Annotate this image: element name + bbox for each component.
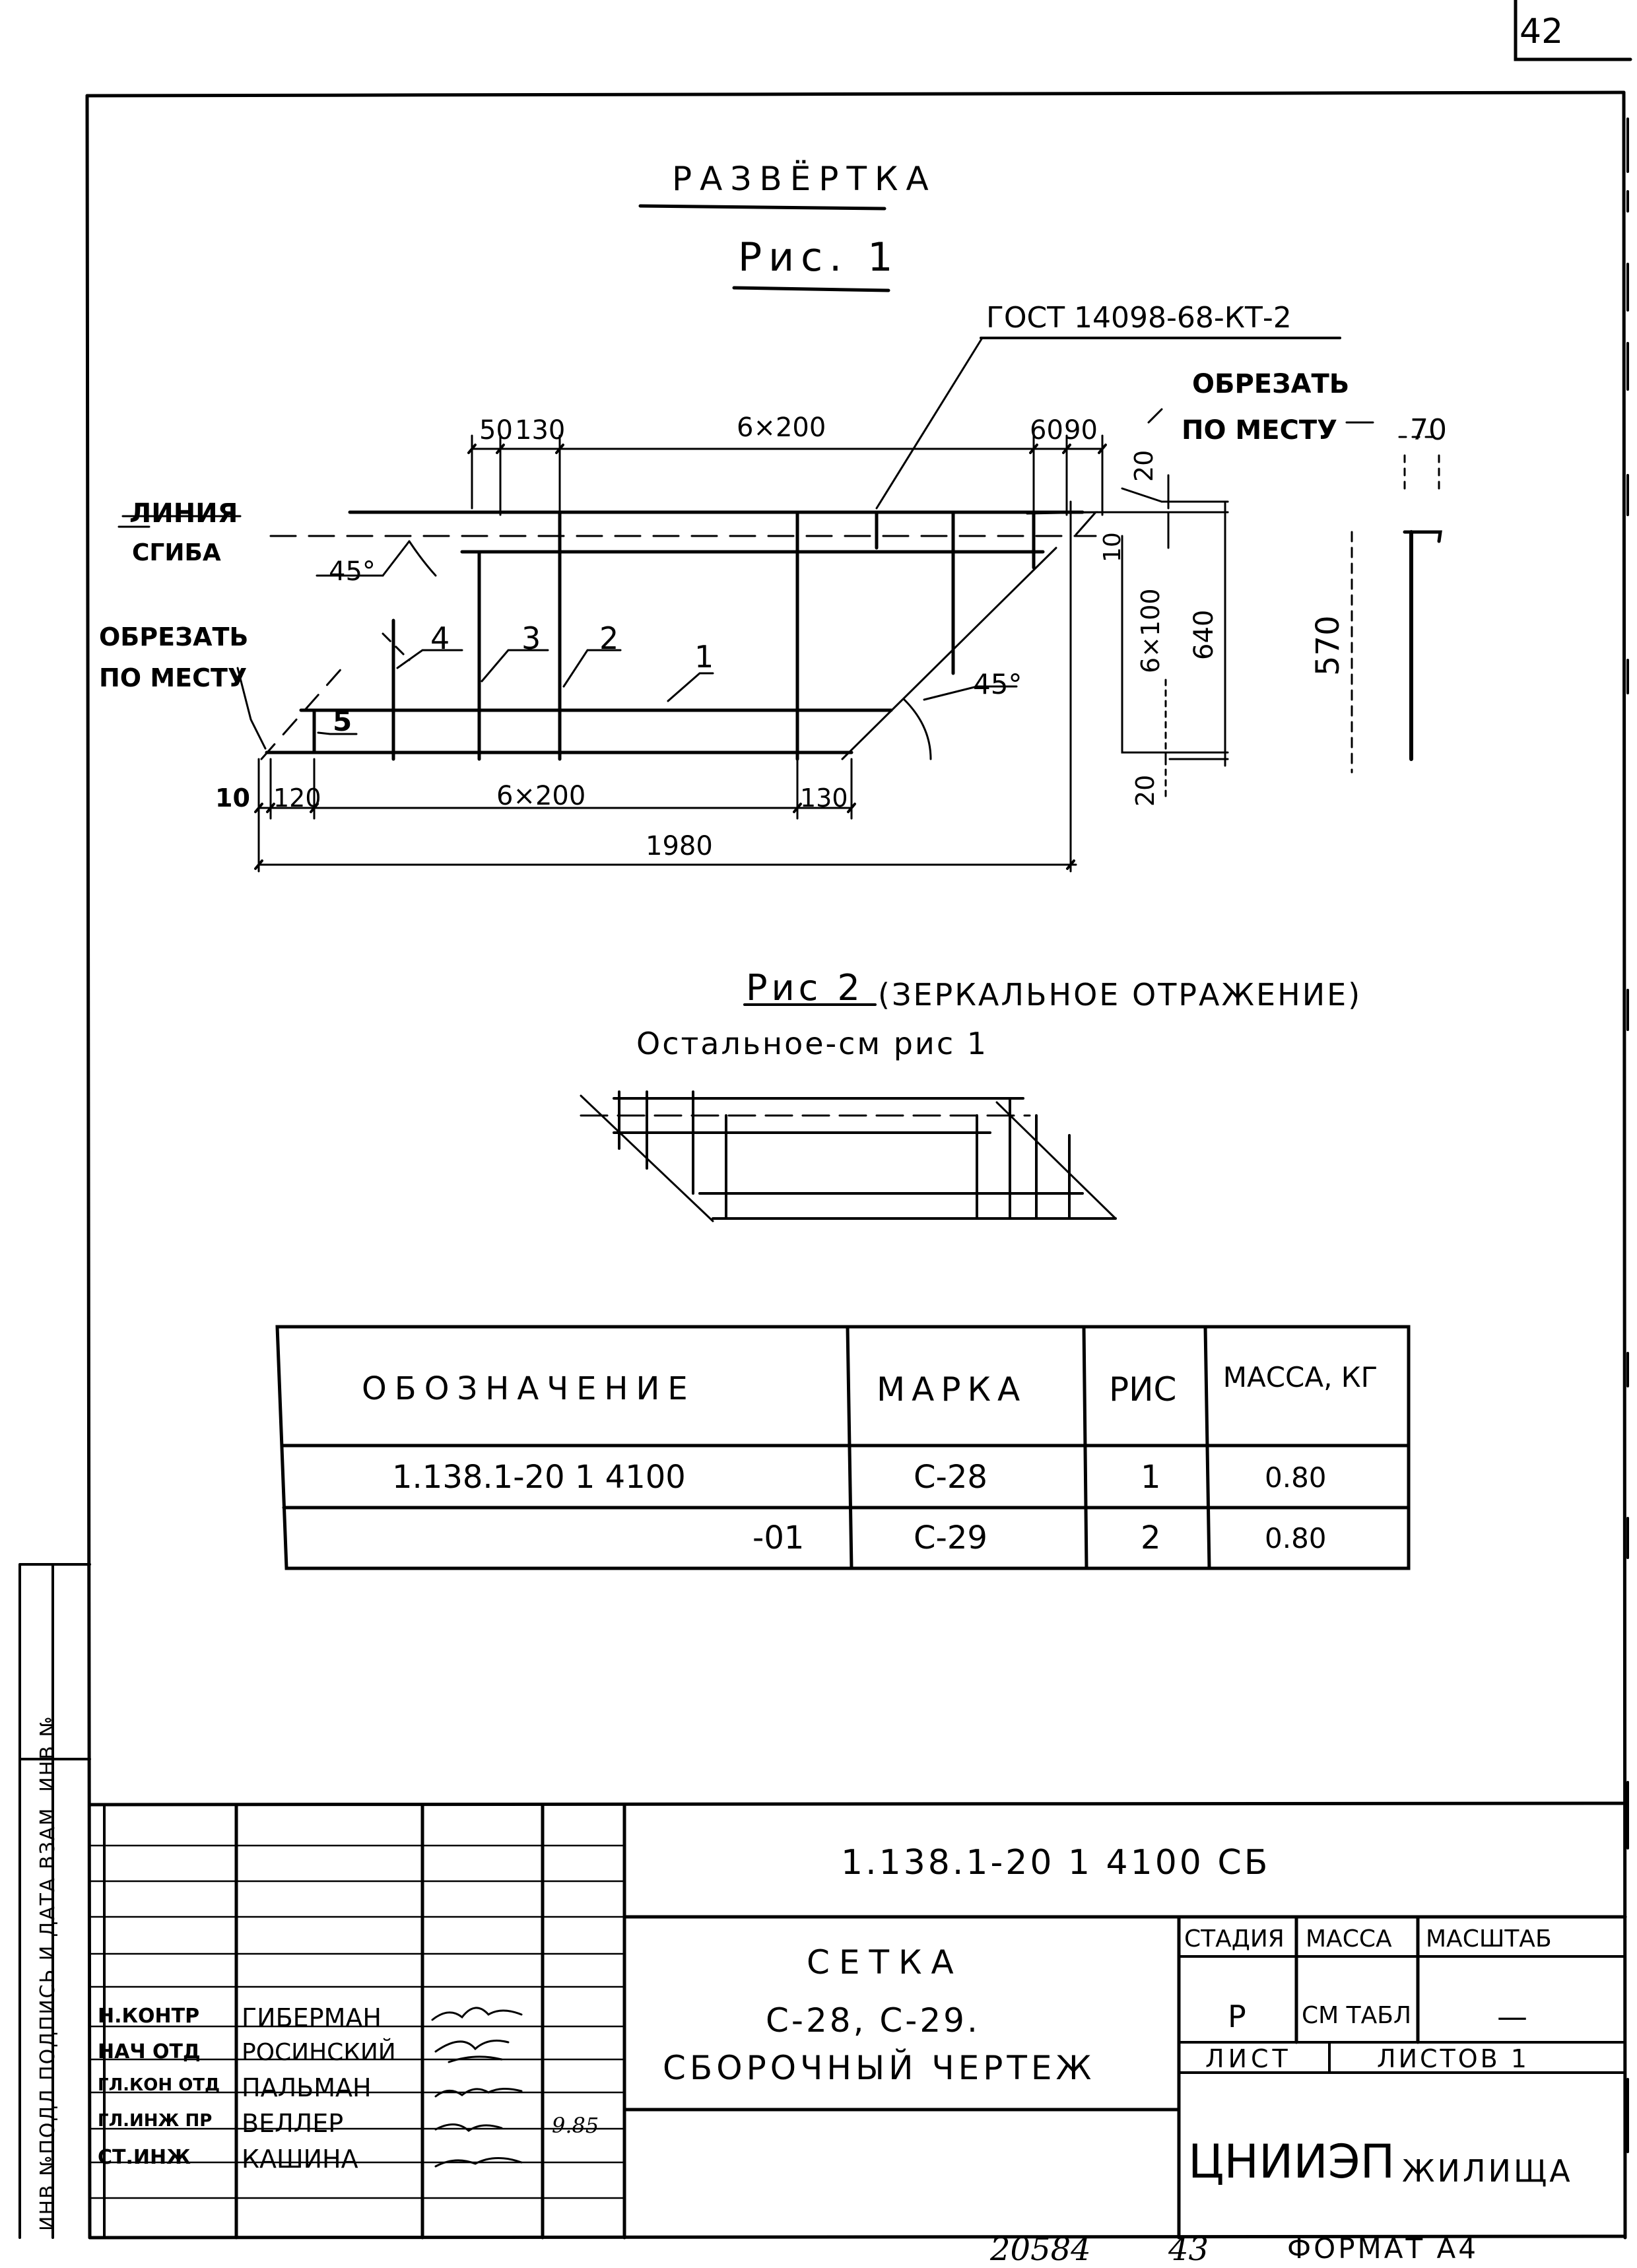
spec-row1-mass: 0.80 [1265, 1461, 1327, 1494]
cut-label-right-2: ПО МЕСТУ [1182, 415, 1338, 446]
doc-name-3: Сборочный чертеж [663, 2049, 1096, 2087]
signer-name-3: Пальман [242, 2073, 372, 2102]
spec-header-figure: Рис [1109, 1370, 1177, 1409]
spec-row1-figure: 1 [1141, 1459, 1161, 1496]
angle-left: 45° [329, 556, 376, 587]
mirror-sketch [580, 1090, 1117, 1222]
stage-value: Р [1228, 1999, 1246, 2034]
signer-date-4: 9.85 [552, 2113, 599, 2138]
dim-bot-6x200: 6×200 [496, 781, 586, 811]
position-1: 1 [694, 639, 714, 675]
signer-role-3: Гл.кон отд [98, 2075, 220, 2095]
dim-top-6x200: 6×200 [737, 413, 826, 443]
dim-top-130: 130 [515, 415, 566, 446]
org-name-a: ЦНИИЭП [1188, 2135, 1395, 2189]
figure2-caption: Рис 2 [746, 967, 864, 1009]
spec-table-lines [275, 1325, 1411, 1570]
spec-row2-mass: 0.80 [1265, 1522, 1327, 1554]
title-block-lines [88, 1801, 1627, 2240]
signer-role-1: Н.контр [98, 2005, 200, 2028]
dim-bot-130: 130 [800, 784, 848, 813]
bottom-number: 20584 [990, 2231, 1091, 2268]
page-number: 42 [1520, 12, 1564, 51]
bend-line-label-2: СГИБА [132, 539, 221, 566]
bend-line-label-1: ЛИНИЯ [129, 498, 238, 529]
sheets-header: Листов 1 [1377, 2044, 1529, 2073]
spec-header-mass: Масса, кг [1222, 1361, 1378, 1393]
position-5: 5 [333, 705, 352, 737]
spec-row1-mark: С-28 [914, 1459, 987, 1496]
spec-header-designation: Обозначение [362, 1370, 696, 1407]
dim-top-90: 90 [1064, 415, 1098, 446]
scale-header: Масштаб [1426, 1925, 1552, 1952]
signer-role-2: Нач отд [98, 2040, 201, 2063]
spec-header-mark: Марка [877, 1370, 1027, 1409]
cut-label-left-1: ОБРЕЗАТЬ [99, 622, 249, 651]
cut-label-left-2: ПО МЕСТУ [99, 663, 248, 692]
figure2-caption-note: (ЗЕРКАЛЬНОЕ ОТРАЖЕНИЕ) [878, 977, 1362, 1013]
position-4: 4 [430, 620, 450, 656]
bottom-sheet: 43 [1168, 2231, 1209, 2268]
format-label: Формат А4 [1287, 2232, 1479, 2265]
gost-label: ГОСТ 14098-68-КТ-2 [986, 301, 1292, 335]
scale-value: — [1497, 1999, 1527, 2034]
dim-bot-10: 10 [215, 784, 250, 813]
dim-side-570: 570 [1310, 615, 1347, 676]
doc-name-2: С-28, С-29. [766, 2001, 980, 2040]
spec-row2-mark: С-29 [914, 1519, 987, 1556]
gost-leader [875, 337, 984, 510]
dim-right-20a: 20 [1129, 450, 1158, 482]
signature-scribbles [431, 2007, 523, 2168]
dim-right-20b: 20 [1131, 774, 1160, 807]
mass-value: см табл [1302, 2002, 1412, 2029]
frame-bottom-line [88, 2234, 1627, 2240]
sheet-header: Лист [1205, 2044, 1292, 2073]
spec-row2-designation: -01 [752, 1519, 805, 1556]
dim-right-10: 10 [1099, 532, 1126, 562]
stage-header: Стадия [1184, 1925, 1285, 1952]
signer-name-4: Веллер [242, 2109, 344, 2138]
side-binding-label: Инв №подл Подпись и дата Взам. инв № [36, 1715, 59, 2231]
cut-label-right-1: ОБРЕЗАТЬ [1192, 369, 1350, 399]
dim-bot-1980: 1980 [646, 831, 713, 861]
position-2: 2 [599, 620, 619, 656]
dim-right-6x100: 6×100 [1136, 588, 1165, 673]
frame-right-line [1622, 90, 1627, 2240]
signer-role-4: Гл.инж пр [98, 2111, 213, 2131]
spec-row1-designation: 1.138.1-20 1 4100 [392, 1459, 686, 1496]
figure1-caption: Рис. 1 [738, 234, 900, 281]
org-name-b: жилища [1402, 2153, 1573, 2189]
mass-header: Масса [1306, 1925, 1392, 1952]
binding-strip-lines [18, 1563, 91, 2239]
signer-name-5: Кашина [242, 2145, 358, 2174]
title-underline [638, 204, 886, 211]
page-number-box [1514, 0, 1632, 61]
dim-top-50: 50 [479, 415, 513, 446]
dim-bot-120: 120 [273, 784, 321, 813]
signer-role-5: Ст.инж [98, 2146, 191, 2169]
frame-top-line [85, 90, 1626, 98]
dim-top-70: 70 [1410, 413, 1447, 447]
position-3: 3 [521, 620, 541, 656]
dim-right-640: 640 [1189, 609, 1219, 660]
doc-code: 1.138.1-20 1 4100 СБ [841, 1843, 1271, 1883]
spec-row2-figure: 2 [1141, 1519, 1161, 1556]
caption1-underline [732, 286, 890, 292]
dim-top-60: 60 [1030, 415, 1063, 446]
figure2-note: Остальное-см рис 1 [636, 1026, 989, 1061]
angle-right: 45° [973, 668, 1022, 700]
signer-name-1: Гиберман [242, 2003, 382, 2032]
doc-name-1: Сетка [807, 1943, 963, 1982]
signer-name-2: Росинский [242, 2039, 396, 2066]
figure1-title: РАЗВЁРТКА [672, 160, 937, 198]
